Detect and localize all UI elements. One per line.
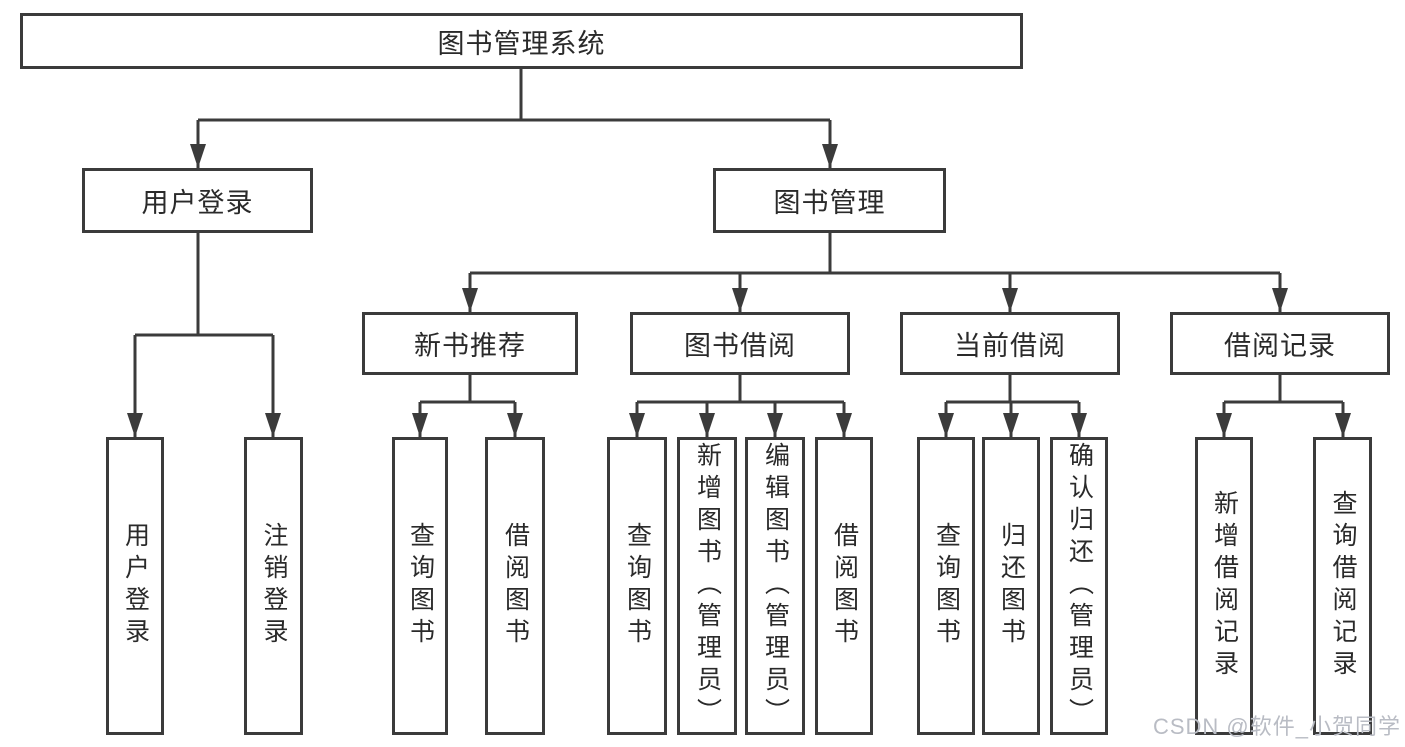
node-label: 图书管理系统 (437, 28, 606, 59)
node-label: 用户登录 (141, 188, 254, 218)
leaf-query-books-borrow: 查询图书 (607, 437, 667, 735)
node-label: 确认归还（管理员） (1065, 442, 1094, 730)
csdn-watermark: CSDN @软件_小贺同学 (1152, 714, 1401, 739)
node-label: 新增借阅记录 (1210, 490, 1239, 682)
node-label: 注销登录 (260, 522, 288, 650)
leaf-query-borrow-record: 查询借阅记录 (1313, 437, 1372, 735)
node-label: 借阅图书 (501, 522, 530, 650)
leaf-user-login: 用户登录 (106, 437, 164, 735)
node-user-login-module: 用户登录 (82, 168, 313, 233)
node-label: 用户登录 (121, 522, 150, 650)
node-current-borrow: 当前借阅 (900, 312, 1120, 375)
node-label: 查询图书 (623, 522, 652, 650)
node-book-management-module: 图书管理 (713, 168, 946, 233)
node-new-book-recommend: 新书推荐 (362, 312, 578, 375)
leaf-logout: 注销登录 (244, 437, 303, 735)
node-label: 借阅记录 (1224, 331, 1336, 361)
node-label: 当前借阅 (954, 331, 1066, 361)
node-label: 查询借阅记录 (1329, 490, 1357, 682)
leaf-return-books: 归还图书 (982, 437, 1040, 735)
node-label: 借阅图书 (830, 522, 859, 650)
node-label: 归还图书 (997, 522, 1026, 650)
leaf-borrow-books-recommend: 借阅图书 (485, 437, 545, 735)
leaf-borrow-books: 借阅图书 (815, 437, 873, 735)
node-label: 编辑图书（管理员） (761, 442, 790, 730)
leaf-add-books-admin: 新增图书（管理员） (677, 437, 737, 735)
node-label: 查询图书 (406, 522, 435, 650)
node-label: 新增图书（管理员） (693, 442, 722, 730)
node-borrow-records: 借阅记录 (1170, 312, 1390, 375)
leaf-confirm-return-admin: 确认归还（管理员） (1050, 437, 1108, 735)
leaf-edit-books-admin: 编辑图书（管理员） (745, 437, 805, 735)
node-label: 新书推荐 (414, 331, 526, 361)
node-book-borrow: 图书借阅 (630, 312, 850, 375)
leaf-query-books-recommend: 查询图书 (392, 437, 448, 735)
node-label: 图书管理 (773, 188, 886, 218)
leaf-add-borrow-record: 新增借阅记录 (1195, 437, 1253, 735)
node-label: 图书借阅 (684, 331, 796, 361)
node-label: 查询图书 (932, 522, 961, 650)
node-root-system: 图书管理系统 (20, 13, 1023, 69)
leaf-query-books-current: 查询图书 (917, 437, 975, 735)
